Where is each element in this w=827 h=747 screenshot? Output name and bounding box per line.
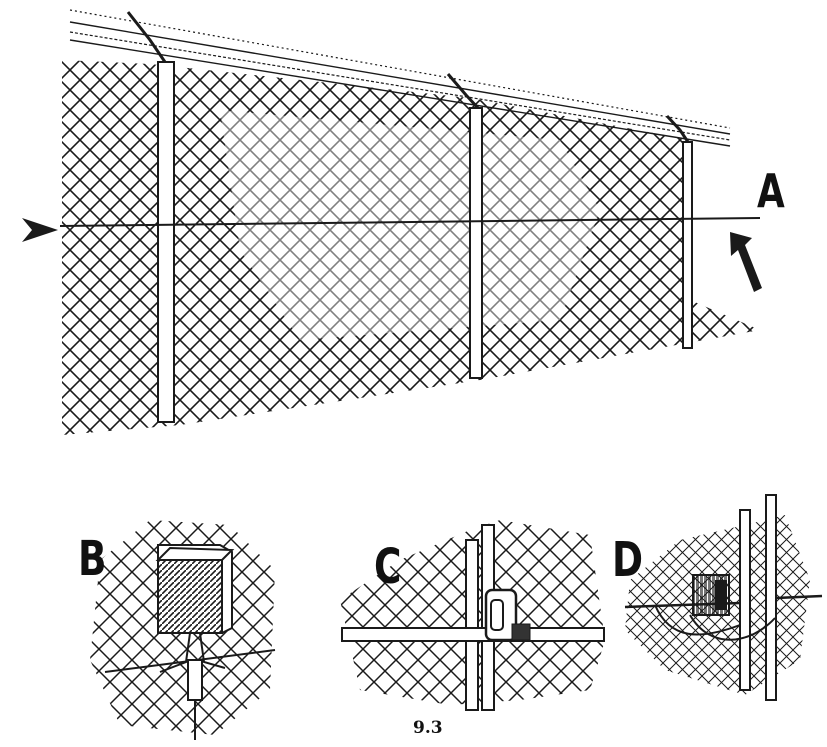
label-a: A — [757, 164, 785, 218]
figure-number: 9.3 — [413, 718, 443, 738]
label-b: B — [78, 531, 107, 587]
sensor-box-b — [157, 559, 223, 634]
fence-post-3 — [682, 141, 693, 349]
cable-clip-c — [484, 588, 518, 642]
chain-link-mesh — [62, 60, 760, 435]
detail-b-illustration — [90, 520, 276, 740]
label-d: D — [612, 532, 644, 588]
barbed-wires — [69, 9, 731, 147]
left-arrow-icon — [22, 218, 58, 242]
fence-post-2 — [469, 107, 483, 379]
main-fence-illustration — [22, 9, 762, 435]
label-c: C — [374, 539, 402, 595]
sensor-cable — [59, 217, 761, 227]
up-arrow-icon — [730, 232, 762, 292]
detail-d-illustration — [624, 494, 823, 701]
fence-post-1 — [157, 61, 175, 423]
